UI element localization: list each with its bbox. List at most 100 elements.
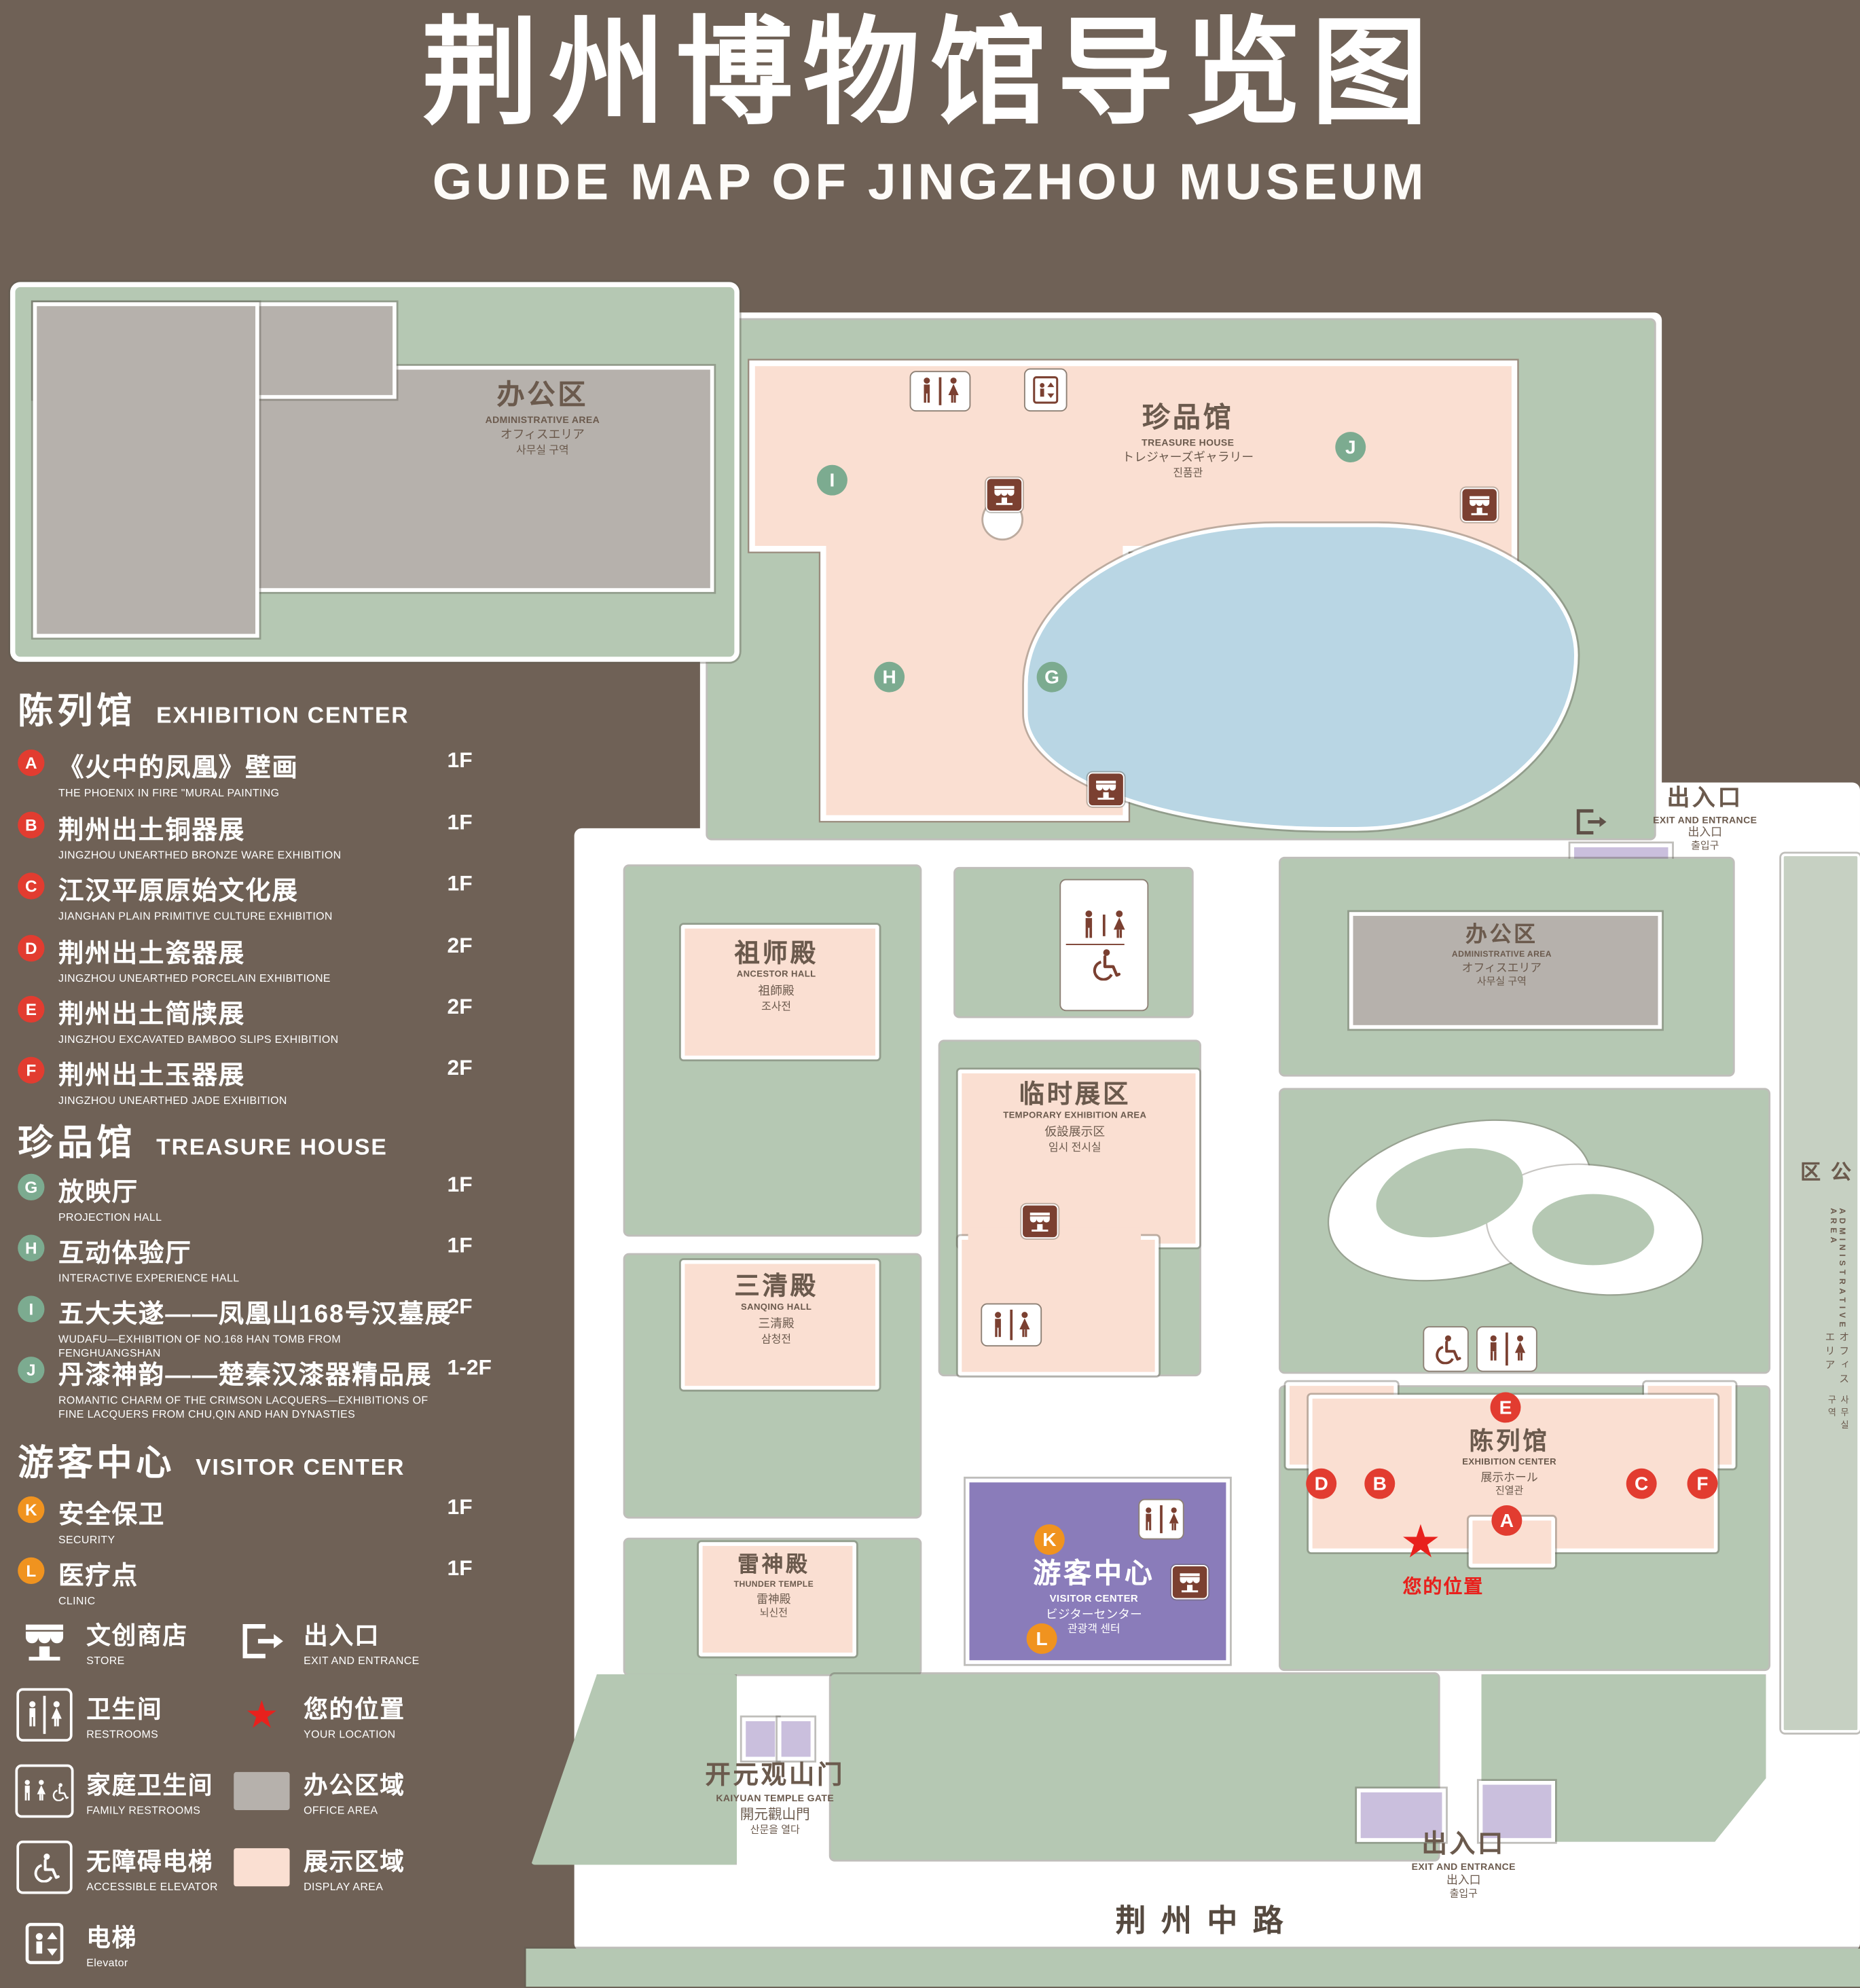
accessible-elevator-icon bbox=[1423, 1326, 1469, 1372]
item-en: JINGZHOU UNEARTHED JADE EXHIBITION bbox=[58, 1093, 287, 1107]
admin-top-ko: 사무실 구역 bbox=[516, 443, 569, 456]
woman-icon bbox=[1112, 909, 1127, 941]
legend-item-b: B 荆州出土铜器展 JINGZHOU UNEARTHED BRONZE WARE… bbox=[18, 809, 508, 863]
gate-block bbox=[742, 1717, 779, 1761]
item-zh: 互动体验厅 bbox=[58, 1239, 192, 1268]
restroom-cell bbox=[1082, 909, 1127, 941]
man-icon bbox=[920, 378, 934, 405]
section-zh: 珍品馆 bbox=[18, 1122, 136, 1162]
awning-icon bbox=[1466, 493, 1493, 517]
item-en: JIANGHAN PLAIN PRIMITIVE CULTURE EXHIBIT… bbox=[58, 909, 333, 923]
legend-item-e: E 荆州出土简牍展 JINGZHOU EXCAVATED BAMBOO SLIP… bbox=[18, 993, 508, 1047]
thunder-ja: 雷神殿 bbox=[756, 1592, 791, 1606]
elevator-icon bbox=[1023, 368, 1068, 412]
item-zh: 荆州出土玉器展 bbox=[58, 1062, 246, 1090]
divider bbox=[43, 1695, 45, 1734]
thunder-zh: 雷神殿 bbox=[737, 1552, 810, 1577]
symbol-zh: 无障碍电梯 bbox=[86, 1849, 214, 1876]
bottom-lawn-center bbox=[831, 1674, 1438, 1860]
woman-icon bbox=[1167, 1506, 1180, 1532]
page-subtitle: GUIDE MAP OF JINGZHOU MUSEUM bbox=[432, 155, 1428, 211]
awning-icon bbox=[19, 1619, 70, 1664]
restroom-icon bbox=[1476, 1326, 1537, 1372]
temporary-ja: 仮設展示区 bbox=[1044, 1125, 1106, 1140]
awning-icon bbox=[1027, 1209, 1053, 1234]
thunder-en: THUNDER TEMPLE bbox=[733, 1579, 814, 1589]
your-location-text: 您的位置 bbox=[1402, 1576, 1484, 1598]
restroom-family-icon bbox=[1059, 879, 1149, 1012]
visitor-ko: 관광객 센터 bbox=[1068, 1622, 1120, 1636]
symbol-en: ACCESSIBLE ELEVATOR bbox=[86, 1879, 218, 1892]
exhibition-label: 陈列馆 EXHIBITION CENTER 展示ホール 진열관 bbox=[1408, 1428, 1611, 1497]
item-floor: 1F bbox=[447, 1495, 473, 1520]
family-restroom-icon bbox=[15, 1764, 74, 1818]
item-en: THE PHOENIX IN FIRE "MURAL PAINTING bbox=[58, 786, 280, 799]
symbol-en: STORE bbox=[86, 1653, 125, 1666]
marker-h: H bbox=[18, 1234, 45, 1262]
office-area-swatch bbox=[232, 1766, 291, 1817]
restroom-icon bbox=[909, 371, 971, 412]
item-floor: 2F bbox=[447, 1294, 473, 1319]
admin-top-building bbox=[33, 302, 259, 638]
map-marker-d: D bbox=[1306, 1468, 1337, 1499]
symbol-en: RESTROOMS bbox=[86, 1727, 159, 1740]
map-marker-k: K bbox=[1034, 1524, 1065, 1555]
item-en: CLINIC bbox=[58, 1594, 96, 1607]
road-name: 荆州中路 bbox=[1115, 1904, 1299, 1938]
exit-bottom-ja: 出入口 bbox=[1446, 1873, 1481, 1886]
item-en: JINGZHOU UNEARTHED PORCELAIN EXHIBITIONE bbox=[58, 972, 331, 984]
restroom-icon bbox=[981, 1303, 1042, 1347]
map-marker-b: B bbox=[1364, 1468, 1396, 1499]
exit-door-icon bbox=[1573, 805, 1608, 839]
exit-icon bbox=[1573, 805, 1608, 839]
admin-top-lawn: 办公区 ADMINISTRATIVE AREA オフィスエリア 사무실 구역 bbox=[10, 282, 740, 662]
legend-item-h: H 互动体验厅 INTERACTIVE EXPERIENCE HALL 1F bbox=[18, 1232, 508, 1286]
symbol-zh: 文创商店 bbox=[86, 1623, 188, 1650]
exit-right-en: EXIT AND ENTRANCE bbox=[1653, 814, 1757, 826]
visitor-ja: ビジターセンター bbox=[1045, 1607, 1142, 1622]
exit-right-zh: 出入口 bbox=[1666, 785, 1743, 811]
divider bbox=[1506, 1332, 1508, 1366]
awning-icon bbox=[1176, 1570, 1203, 1594]
item-en: ROMANTIC CHARM OF THE CRIMSON LACQUERS—E… bbox=[58, 1393, 428, 1421]
man-icon bbox=[26, 1699, 40, 1730]
treasure-house-ko: 진품관 bbox=[1173, 465, 1203, 479]
admin-strip: 办公区 ADMINISTRATIVE AREA オフィスエリア 사무실 구역 bbox=[1781, 853, 1860, 1733]
store-icon bbox=[1021, 1204, 1059, 1239]
divider bbox=[1160, 1505, 1163, 1534]
woman-icon bbox=[1017, 1310, 1032, 1340]
exhibition-en: EXHIBITION CENTER bbox=[1462, 1458, 1557, 1468]
gate-ko: 산문을 열다 bbox=[750, 1824, 800, 1836]
marker-g: G bbox=[18, 1173, 45, 1201]
sanqing-en: SANQING HALL bbox=[741, 1304, 812, 1313]
ancestor-label: 祖师殿 ANCESTOR HALL 祖師殿 조사전 bbox=[685, 939, 867, 1012]
item-floor: 2F bbox=[447, 1055, 473, 1080]
wheelchair-icon bbox=[49, 1782, 68, 1801]
wheelchair-icon bbox=[29, 1852, 60, 1883]
store-icon bbox=[1461, 487, 1498, 522]
divider bbox=[1103, 914, 1106, 936]
visitor-en: VISITOR CENTER bbox=[1049, 1592, 1139, 1604]
store-icon bbox=[1087, 772, 1125, 807]
item-en: JINGZHOU UNEARTHED BRONZE WARE EXHIBITIO… bbox=[58, 848, 342, 862]
item-zh: 荆州出土铜器展 bbox=[58, 816, 246, 845]
sanqing-ja: 三清殿 bbox=[758, 1317, 795, 1331]
sanqing-building: 三清殿 SANQING HALL 三清殿 삼청전 bbox=[680, 1259, 879, 1390]
ancestor-zh: 祖师殿 bbox=[734, 940, 818, 968]
exhibition-ja: 展示ホール bbox=[1480, 1470, 1538, 1484]
item-en: SECURITY bbox=[58, 1533, 115, 1546]
legend-item-k: K 安全保卫 SECURITY 1F bbox=[18, 1494, 508, 1547]
divider bbox=[1065, 943, 1125, 946]
legend-item-i: I 五大夫遂——凤凰山168号汉墓展 WUDAFU—EXHIBITION OF … bbox=[18, 1293, 508, 1362]
item-floor: 1-2F bbox=[447, 1355, 492, 1380]
marker-l: L bbox=[18, 1557, 45, 1585]
display-area-swatch bbox=[232, 1842, 291, 1893]
gate-ja: 開元觀山門 bbox=[740, 1807, 810, 1822]
item-zh: 丹漆神韵——楚秦汉漆器精品展 bbox=[58, 1361, 433, 1390]
legend-item-a: A 《火中的凤凰》壁画 THE PHOENIX IN FIRE "MURAL P… bbox=[18, 747, 508, 800]
exit-bottom-label: 出入口 EXIT AND ENTRANCE 出入口 출입구 bbox=[1374, 1829, 1552, 1899]
exit-door-icon bbox=[238, 1619, 286, 1664]
item-en: INTERACTIVE EXPERIENCE HALL bbox=[58, 1271, 240, 1285]
admin-top-zh: 办公区 bbox=[496, 378, 589, 411]
